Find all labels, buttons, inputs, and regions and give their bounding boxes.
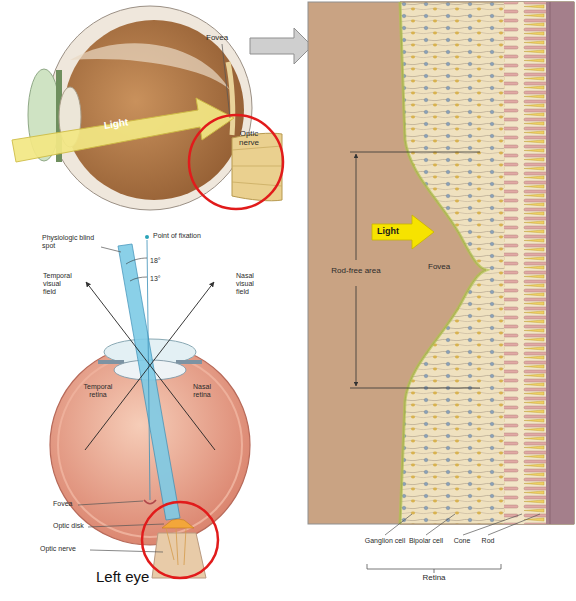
leader-line: [78, 501, 164, 552]
cut-edge: [70, 43, 230, 90]
highlight-circle: [189, 115, 283, 209]
nerve-fibers: [232, 146, 282, 186]
text-label: Light: [103, 116, 129, 131]
iris: [98, 360, 124, 364]
text-label: Left eye: [96, 568, 149, 585]
iris: [176, 360, 202, 364]
bracket: [367, 564, 501, 573]
retina-layers: [400, 2, 574, 524]
text-label: 13°: [150, 275, 161, 283]
light-arrow: [372, 215, 434, 249]
text-label: Ganglion cell: [363, 537, 407, 545]
text-label: Rod-free area: [322, 266, 390, 275]
angle-arc: [126, 258, 147, 281]
text-label: Cone: [448, 537, 476, 545]
text-label: Point of fixation: [153, 232, 201, 240]
text-label: Optic nerve: [40, 545, 76, 553]
text-label: Temporal visual field: [43, 272, 75, 296]
text-label: 18°: [150, 257, 161, 265]
text-label: Fovea: [206, 33, 228, 42]
text-label: Light: [377, 226, 399, 236]
nerve-fibers: [166, 528, 186, 565]
text-label: Nasal visual field: [236, 272, 268, 296]
pigment-epithelium: [546, 2, 574, 524]
text-label: Retina: [409, 573, 459, 582]
dimension-line: [356, 286, 357, 386]
text-label: Temporal retina: [76, 383, 120, 399]
fovea-pit: [144, 500, 156, 504]
text-label: Physiologic blind spot: [42, 234, 102, 250]
zoom-arrow: [250, 28, 312, 64]
dimension-line: [356, 154, 357, 260]
inner-limiting-membrane: [400, 2, 486, 524]
leader-line: [385, 514, 540, 535]
text-label: Fovea: [53, 500, 72, 508]
text-label: Bipolar cell: [406, 537, 446, 545]
panel-background: [308, 2, 574, 524]
text-label: Rod: [476, 537, 500, 545]
highlight-circle: [142, 502, 218, 578]
sclera: [48, 6, 252, 210]
retina-edge: [228, 62, 233, 135]
temporal-field-line: [86, 282, 215, 450]
text-label: Optic disk: [53, 522, 84, 530]
leader-line: [101, 247, 121, 252]
text-label: Nasal retina: [184, 383, 220, 399]
nasal-field-line: [85, 282, 214, 450]
optic-disk: [162, 519, 194, 528]
text-label: Optic nerve: [232, 129, 266, 147]
fixation-line: [147, 240, 150, 500]
leader-line: [222, 44, 230, 118]
photoreceptor-layer: [504, 2, 546, 524]
text-label: Fovea: [428, 262, 450, 271]
layer-border: [550, 2, 551, 524]
fixation-point: [145, 235, 149, 239]
